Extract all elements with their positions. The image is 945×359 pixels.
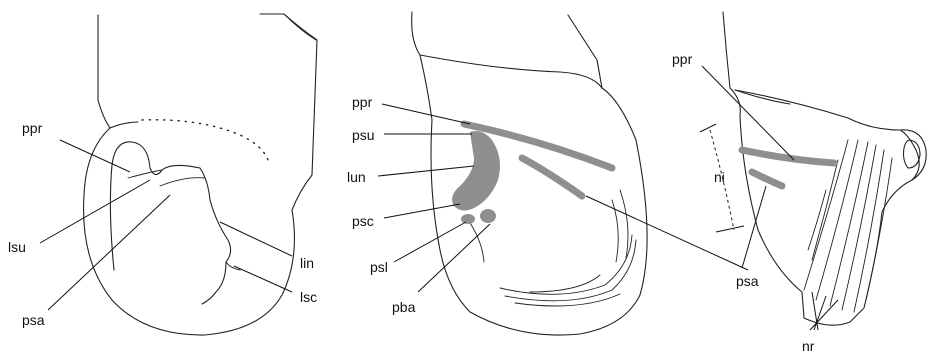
middle-sweep-1	[500, 235, 632, 294]
middle-sweep-6	[620, 190, 628, 258]
right-ppr-band	[742, 150, 834, 163]
left-dotted-rim	[142, 120, 268, 160]
left-panel: ppr lsu psa lin lsc	[8, 14, 317, 335]
middle-psa-leader	[586, 196, 748, 270]
middle-sweep-2	[505, 240, 636, 301]
right-psa-band	[752, 172, 782, 186]
right-ni-bottom-tick	[716, 226, 744, 232]
label-left-ppr: ppr	[22, 120, 43, 136]
label-mid-psc: psc	[352, 213, 374, 229]
label-mid-psl: psl	[370, 259, 388, 275]
middle-inner-curve	[468, 220, 484, 262]
label-right-ppr: ppr	[672, 51, 693, 67]
left-cap-rim	[110, 122, 138, 128]
left-lsu-leader	[40, 180, 150, 243]
label-mid-lun: lun	[347, 169, 366, 185]
middle-lunule	[452, 131, 500, 211]
left-inner-line-2	[160, 178, 205, 186]
middle-psl-spot	[461, 214, 475, 224]
middle-psa-band	[522, 158, 582, 196]
left-outline	[84, 14, 317, 335]
middle-psc-leader	[384, 204, 460, 218]
middle-lun-leader	[378, 166, 474, 176]
left-psa-leader	[48, 195, 170, 310]
middle-upper-band	[420, 55, 602, 88]
middle-ppr-leader	[382, 104, 470, 124]
middle-psl-leader	[394, 222, 466, 262]
left-lsc-curve	[226, 262, 240, 270]
label-mid-ppr: ppr	[352, 94, 373, 110]
middle-pba-spot	[480, 209, 496, 223]
left-inner-loop	[110, 142, 230, 304]
label-left-lsc: lsc	[300, 289, 317, 305]
middle-pba-leader	[418, 224, 490, 292]
label-right-ni: ni	[714, 169, 725, 185]
right-psa-leader	[742, 186, 766, 268]
label-left-lin: lin	[300, 255, 314, 271]
right-top-edge	[735, 90, 790, 104]
left-ppr-leader	[60, 140, 130, 172]
middle-outline	[412, 12, 647, 335]
label-mid-psa: psa	[736, 273, 759, 289]
right-rib-7	[812, 160, 838, 260]
right-ppr-leader	[702, 66, 794, 160]
middle-panel: ppr psu lun psc psl pba psa	[347, 12, 759, 335]
left-lsc-leader	[234, 266, 292, 292]
label-right-nr: nr	[802, 338, 815, 354]
right-panel: ppr ni nr	[672, 12, 926, 354]
right-ni-top-tick	[700, 124, 716, 132]
label-left-lsu: lsu	[8, 239, 26, 255]
label-mid-pba: pba	[392, 299, 416, 315]
label-left-psa: psa	[22, 312, 45, 328]
label-mid-psu: psu	[352, 127, 375, 143]
